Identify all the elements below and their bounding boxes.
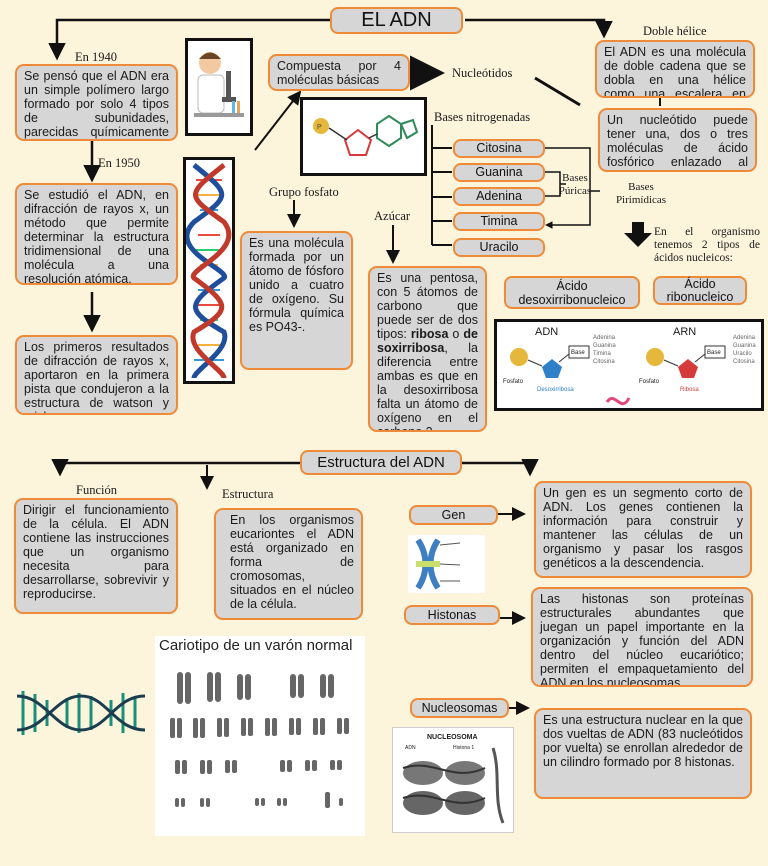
azucar-o: o [448,327,464,341]
chromosomes-icon [170,672,349,808]
nucleosome-icon [402,747,505,824]
fig-adn-base: Adenina [593,335,616,341]
label-en-1940: En 1940 [75,50,118,64]
box-en-1950: Se estudió el ADN, en difracción de rayo… [15,183,178,285]
fig-base-arn: Base [707,350,721,356]
box-azucar: Es una pentosa, con 5 átomos de carbono … [368,266,487,432]
label-estructura: Estructura [222,487,274,501]
label-bases-nitrogenadas: Bases nitrogenadas [434,110,531,124]
molecule-icon: P [313,114,419,156]
nucleotide-structure-image: P [300,97,427,176]
box-nucleotido: Un nucleótido puede tener una, dos o tre… [598,108,757,172]
fig-adn-base: Timina [593,351,611,357]
scientist-icon [194,52,244,117]
dna-helix-icon [186,163,232,379]
label-bases-puricas: Bases Púricas [558,172,592,197]
fig-fosfato-arn: Fosfato [639,379,660,385]
fig-arn-base: Uracilo [733,351,752,357]
box-nucleosomas: Es una estructura nuclear en la que dos … [534,708,752,799]
nucleosome-fig-adn: ADN [405,745,416,751]
nucleosome-image: NUCLEOSOMA Histona 1 ADN [392,727,514,833]
box-acido-arn: Ácido ribonucleico [653,276,747,305]
azucar-text-2: , la diferencia entre ambas es que en la… [377,341,478,432]
box-histonas: Las histonas son proteínas estructurales… [531,587,753,687]
fig-base-adn: Base [571,350,585,356]
label-en-1950: En 1950 [98,156,141,170]
label-doble-helice: Doble hélice [643,24,707,38]
fig-arn-base: Citosina [733,359,755,365]
fig-adn-base: Citosina [593,359,615,365]
fig-adn-label: ADN [535,326,559,338]
fig-arn-base: Guanina [733,343,756,349]
nucleotide-diagrams [510,345,726,406]
base-guanina: Guanina [453,163,545,182]
scientist-illustration [185,38,253,136]
label-gen: Gen [409,505,498,525]
fig-arn-label: ARN [673,326,697,338]
label-funcion: Función [76,483,117,497]
fig-desoxirribosa: Desoxirribosa [537,387,574,393]
base-timina: Timina [453,212,545,231]
box-compuesta: Compuesta por 4 moléculas básicas [268,54,410,91]
box-results: Los primeros resultados de difracción de… [15,335,178,415]
fig-adn-base: Guanina [593,343,616,349]
box-funcion: Dirigir el funcionamiento de la célula. … [14,498,178,614]
base-citosina: Citosina [453,139,545,158]
fig-ribosa: Ribosa [680,387,699,393]
ribosa-term: ribosa [410,327,449,341]
label-grupo-fosfato: Grupo fosfato [269,185,339,199]
fig-adn-bases: Adenina Guanina Timina Citosina [593,334,616,366]
label-bases-pirimidicas: Bases Pirimídicas [615,181,667,206]
label-azucar: Azúcar [374,209,411,223]
label-organismo: En el organismo tenemos 2 tipos de ácido… [654,226,760,264]
fig-fosfato-adn: Fosfato [503,379,524,385]
base-adenina: Adenina [453,187,545,206]
karyotype-image: Cariotipo de un varón normal [155,636,365,836]
box-gen: Un gen es un segmento corto de ADN. Los … [534,481,752,578]
label-nucleotidos: Nucleótidos [452,66,513,80]
box-doble-helice: El ADN es una molécula de doble cadena q… [595,40,755,98]
karyotype-title: Cariotipo de un varón normal [159,637,353,654]
page-title: EL ADN [330,7,463,34]
azucar-text-1: Es una pentosa, con 5 átomos de carbono … [377,271,478,341]
svg-text:P: P [317,124,322,131]
box-estructura: En los organismos eucariontes el ADN est… [214,508,363,620]
base-uracilo: Uracilo [453,238,545,257]
box-en-1940: Se pensó que el ADN era un simple políme… [15,64,178,141]
box-acido-adn: Ácido desoxirribonucleico [504,276,640,309]
section-title-estructura: Estructura del ADN [300,450,462,475]
fig-arn-bases: Adenina Guanina Uracilo Citosina [733,334,756,366]
adn-arn-nucleotide-figure: ADN ARN Base Base Fosfato Fosfato Desoxi… [494,319,764,411]
nucleosome-fig-histona: Histona 1 [453,745,475,751]
label-nucleosomas: Nucleosomas [410,698,509,718]
dna-helix-illustration [183,157,235,384]
fig-arn-base: Adenina [733,335,756,341]
box-grupo-fosfato: Es una molécula formada por un átomo de … [240,231,353,370]
desoxirribosa-term: de soxirribosa [377,327,478,355]
nucleosome-fig-title: NUCLEOSOMA [427,734,478,741]
gene-chromosome-image [408,535,485,593]
label-histonas: Histonas [404,605,500,625]
dna-ladder-icon [16,691,146,735]
chromosome-icon [415,538,461,590]
